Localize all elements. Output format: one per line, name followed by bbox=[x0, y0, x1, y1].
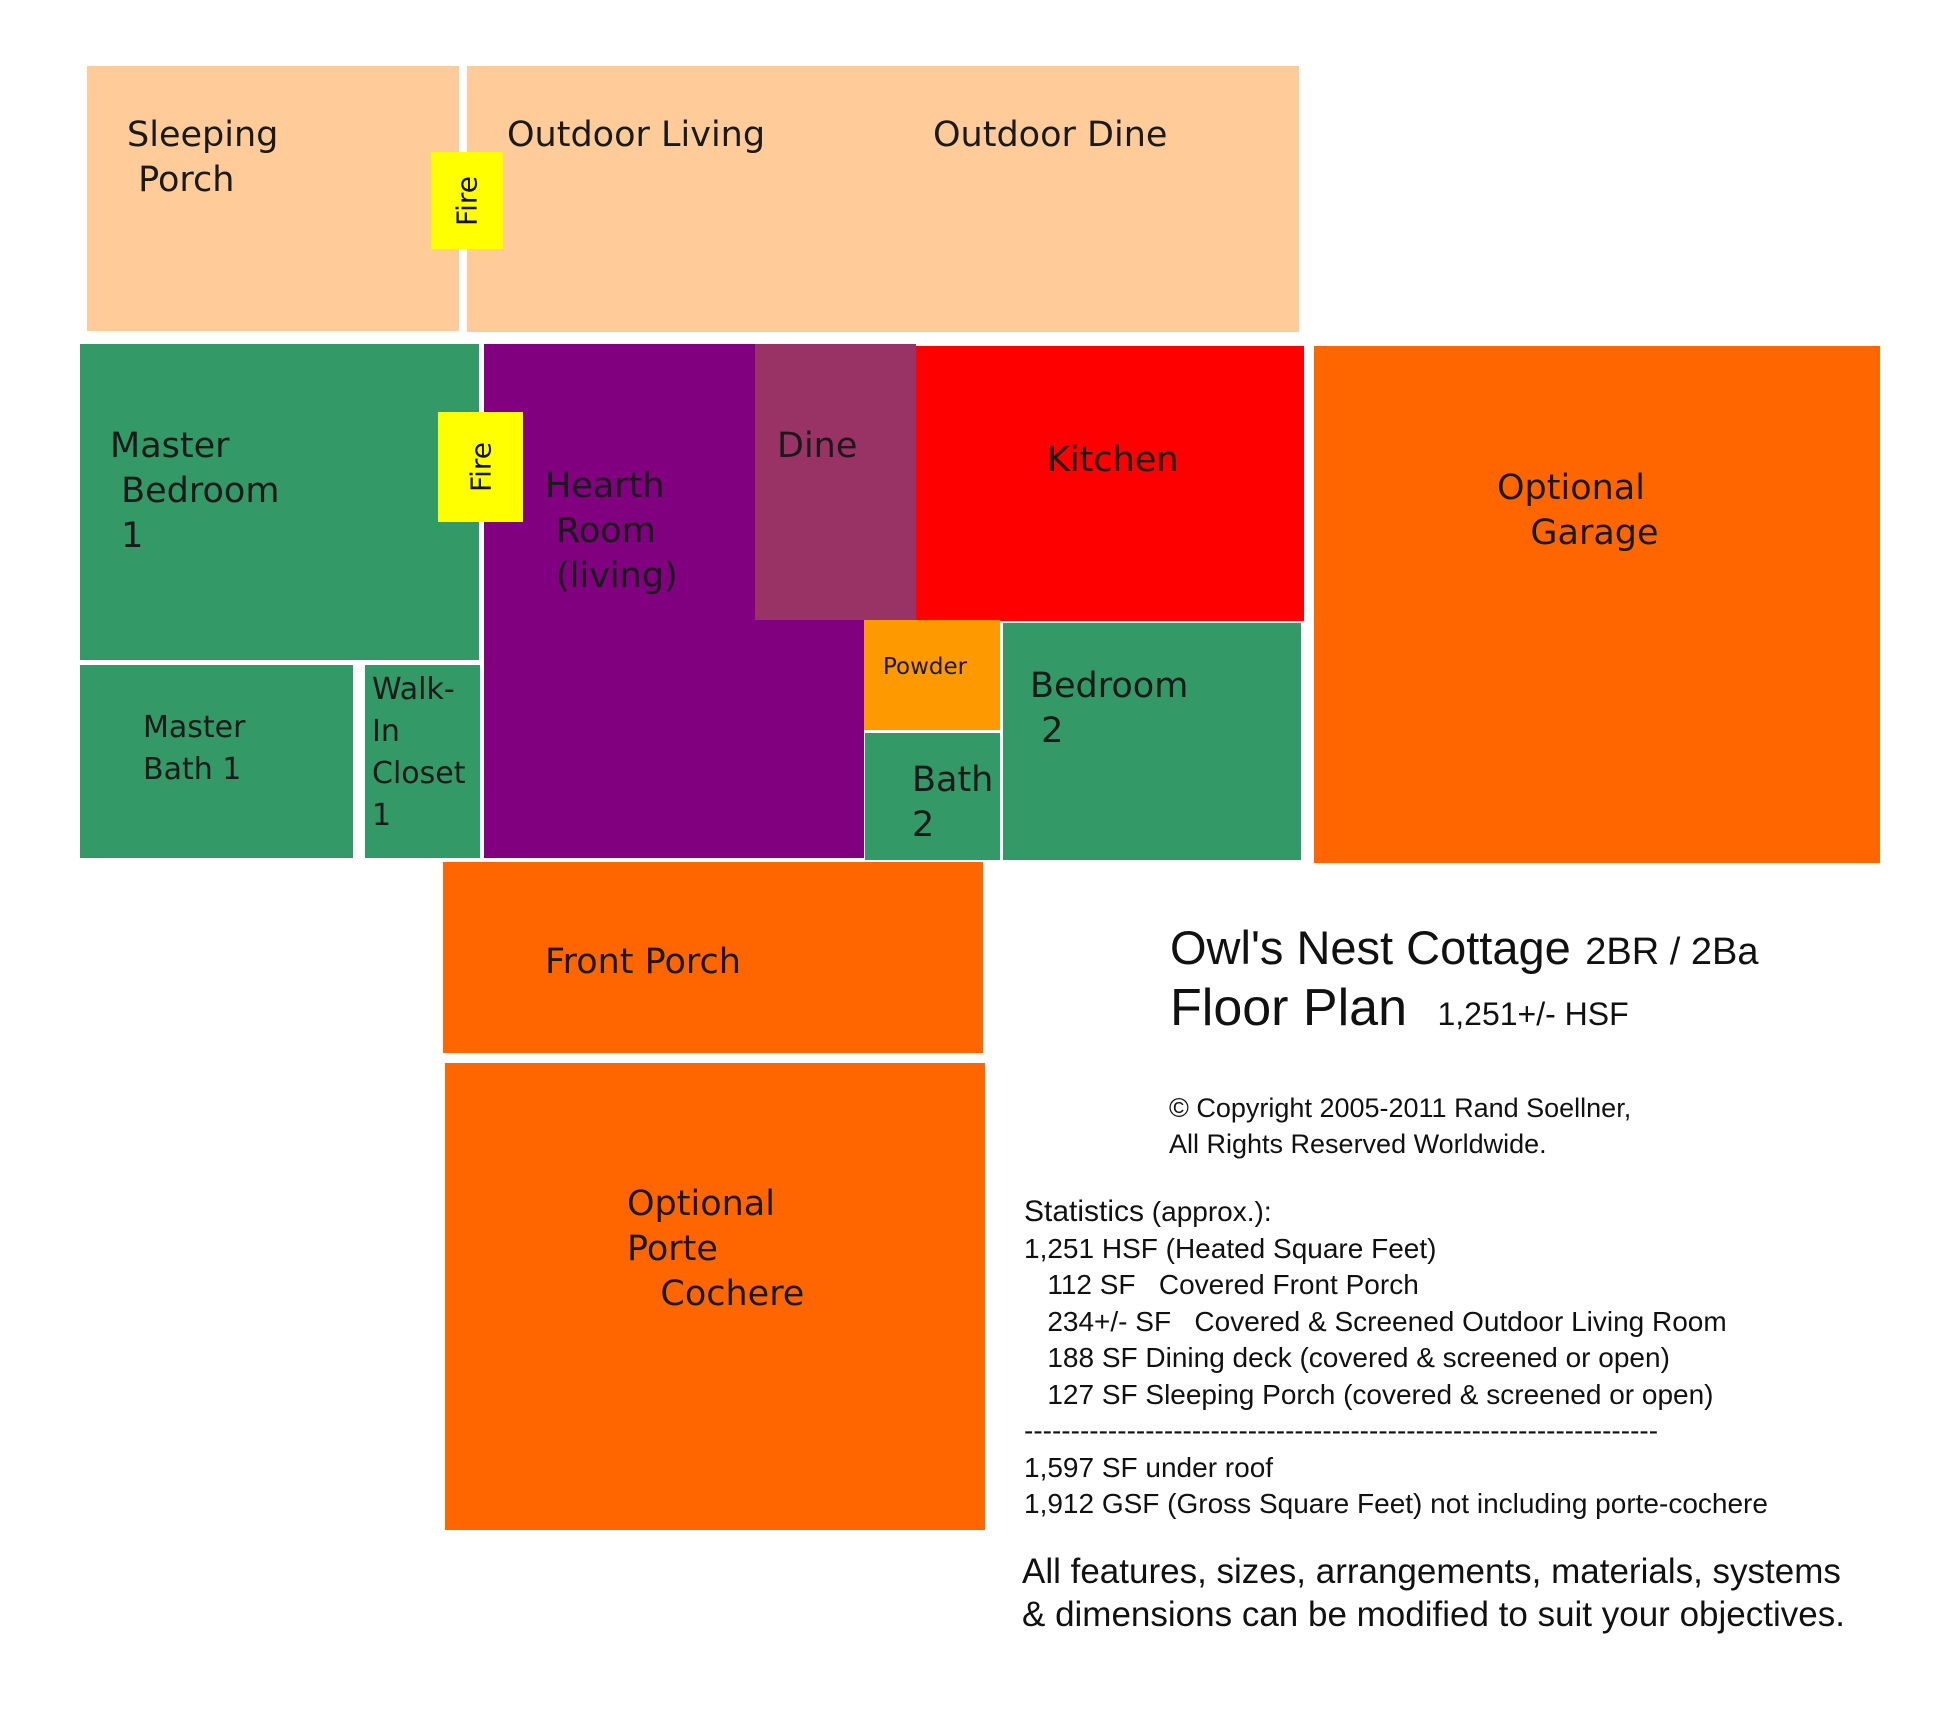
copyright: © Copyright 2005-2011 Rand Soellner, All… bbox=[1169, 1093, 1632, 1159]
fire-label: Fire bbox=[450, 175, 484, 226]
bedroom-2-label: Bedroom 2 bbox=[1030, 666, 1189, 751]
powder-label: Powder bbox=[883, 654, 968, 680]
optional-garage-label: Optional Garage bbox=[1497, 468, 1659, 553]
master-bedroom bbox=[80, 344, 479, 660]
front-porch bbox=[443, 862, 983, 1053]
stat-line: 234+/- SF Covered & Screened Outdoor Liv… bbox=[1024, 1305, 1727, 1337]
stat-line: 127 SF Sleeping Porch (covered & screene… bbox=[1024, 1378, 1714, 1410]
statistics-block: Statistics (approx.): 1,251 HSF (Heated … bbox=[1024, 1194, 1768, 1523]
statistics-heading: Statistics (approx.): bbox=[1024, 1195, 1272, 1228]
kitchen-label: Kitchen bbox=[1047, 440, 1179, 480]
stat-divider: ----------------------------------------… bbox=[1024, 1415, 1659, 1446]
sleeping-porch-label: Sleeping Porch bbox=[127, 115, 279, 200]
sleeping-porch bbox=[87, 66, 459, 331]
hearth-room-label: Hearth Room (living) bbox=[545, 466, 678, 596]
hsf-value: 1,251+/- HSF bbox=[1437, 996, 1629, 1032]
walk-in-closet bbox=[365, 665, 480, 858]
dine-label: Dine bbox=[777, 426, 858, 466]
outdoor-living-area bbox=[467, 66, 1299, 332]
plan-subtitle: Floor Plan 1,251+/- HSF bbox=[1170, 978, 1629, 1038]
front-porch-label: Front Porch bbox=[545, 942, 741, 982]
stat-line: 188 SF Dining deck (covered & screened o… bbox=[1024, 1342, 1670, 1373]
optional-garage bbox=[1314, 346, 1880, 863]
cottage-config: 2BR / 2Ba bbox=[1585, 931, 1759, 973]
kitchen bbox=[916, 346, 1304, 621]
master-fireplace: Fire bbox=[438, 412, 523, 522]
master-bedroom-label: Master Bedroom 1 bbox=[110, 426, 280, 556]
stat-line: 1,251 HSF (Heated Square Feet) bbox=[1024, 1232, 1437, 1264]
fire-label: Fire bbox=[464, 442, 497, 492]
bedroom-2 bbox=[1003, 623, 1301, 860]
powder-room bbox=[864, 620, 1000, 730]
cottage-name: Owl's Nest Cottage bbox=[1170, 921, 1571, 974]
stat-line: 112 SF Covered Front Porch bbox=[1024, 1269, 1419, 1300]
master-bath bbox=[80, 665, 353, 858]
outdoor-fireplace: Fire bbox=[431, 152, 503, 249]
outdoor-living-label: Outdoor Living bbox=[507, 115, 766, 155]
porte-cochere bbox=[445, 1063, 985, 1530]
plan-title: Owl's Nest Cottage 2BR / 2Ba bbox=[1170, 920, 1758, 975]
dine-room bbox=[755, 344, 916, 620]
floor-plan-heading: Floor Plan bbox=[1170, 979, 1407, 1037]
stat-total: 1,912 GSF (Gross Square Feet) not includ… bbox=[1024, 1488, 1768, 1519]
bath-2 bbox=[865, 733, 1000, 860]
stat-total: 1,597 SF under roof bbox=[1024, 1451, 1274, 1483]
customization-note: All features, sizes, arrangements, mater… bbox=[1022, 1552, 1845, 1634]
outdoor-dine-label: Outdoor Dine bbox=[933, 115, 1168, 155]
